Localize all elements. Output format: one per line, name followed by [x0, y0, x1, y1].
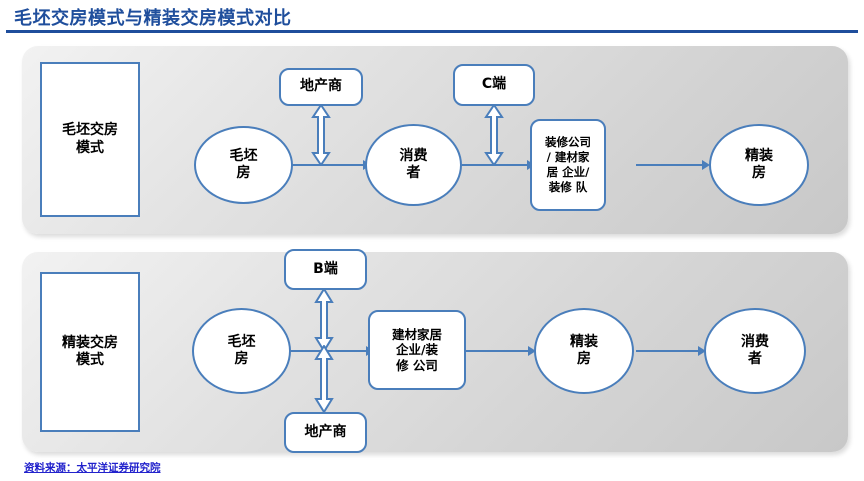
double-arrow-dichanshang-vertical	[311, 104, 331, 166]
node-jingzhuangfang-row2-line2: 房	[577, 351, 591, 367]
node-xiaofeizhe-row1-line1: 消费	[399, 147, 428, 164]
node-dichanshang-row2[interactable]: 地产商	[284, 412, 367, 453]
node-bduan-row2[interactable]: B端	[284, 249, 367, 290]
connector-arrowhead-to-jingzhuangfang	[702, 160, 710, 170]
node-xiaofeizhe-row1[interactable]: 消费 者	[365, 124, 462, 206]
node-xiaofeizhe-row2[interactable]: 消费 者	[704, 308, 806, 394]
connector-line-xiaofeizhe-to-zhuangxiu	[462, 164, 529, 166]
node-jiancai-jiaju-row2[interactable]: 建材家居 企业/装 修 公司	[368, 310, 466, 390]
node-xiaofeizhe-row2-line2: 者	[748, 351, 762, 367]
mode-label-maopi-line1: 毛坯交房	[62, 122, 118, 139]
node-jingzhuangfang-row1-line2: 房	[752, 165, 766, 181]
node-jingzhuangfang-row2-line1: 精装	[570, 333, 598, 350]
title-area: 毛坯交房模式与精装交房模式对比	[0, 0, 864, 40]
node-maopifang-row2-line1: 毛坯	[227, 333, 256, 350]
node-jingzhuangfang-row1-line1: 精装	[745, 147, 773, 164]
double-arrow-dichanshang-row2-vertical	[313, 345, 335, 413]
node-maopifang-row1-line2: 房	[236, 165, 251, 181]
connector-line-jiancai-to-jingzhuangfang	[466, 350, 530, 352]
node-dichanshang-row1[interactable]: 地产商	[279, 68, 363, 106]
node-jingzhuangfang-row1[interactable]: 精装 房	[709, 124, 809, 206]
connector-line-maopifang-to-jiancai	[290, 350, 368, 352]
node-jiancai-jiaju-row2-line3: 修 公司	[396, 357, 438, 373]
page-title: 毛坯交房模式与精装交房模式对比	[14, 8, 292, 29]
node-bduan-row2-label: B端	[313, 260, 338, 277]
node-xiaofeizhe-row2-line1: 消费	[741, 333, 769, 350]
source-note[interactable]: 资料来源：太平洋证券研究院	[24, 462, 161, 474]
connector-arrowhead-to-jingzhuangfang-row2	[528, 346, 536, 356]
node-zhuangxiu-gongsi-row1-line2: / 建材家	[546, 149, 590, 164]
connector-line-jingzhuangfang-to-xiaofeizhe	[636, 350, 700, 352]
node-maopifang-row2[interactable]: 毛坯 房	[192, 308, 291, 394]
mode-label-jingzhuang: 精装交房 模式	[40, 272, 140, 432]
double-arrow-cduan-vertical	[484, 104, 504, 166]
connector-line-maopifang-to-xiaofeizhe	[292, 164, 365, 166]
node-dichanshang-row1-label: 地产商	[300, 78, 342, 95]
mode-label-jingzhuang-line1: 精装交房	[62, 334, 118, 351]
node-cduan-row1[interactable]: C端	[453, 64, 535, 106]
node-cduan-row1-label: C端	[481, 76, 507, 93]
title-underline-rule	[6, 30, 858, 33]
node-dichanshang-row2-label: 地产商	[304, 423, 347, 440]
node-zhuangxiu-gongsi-row1-line1: 装修公司	[545, 134, 591, 149]
node-zhuangxiu-gongsi-row1-line4: 装修 队	[548, 180, 588, 195]
double-arrow-bduan-vertical	[313, 288, 335, 352]
node-zhuangxiu-gongsi-row1-line3: 居 企业/	[546, 165, 590, 179]
node-jingzhuangfang-row2[interactable]: 精装 房	[534, 308, 634, 394]
node-maopifang-row1[interactable]: 毛坯 房	[194, 126, 293, 204]
node-jiancai-jiaju-row2-line1: 建材家居	[391, 327, 442, 343]
connector-arrowhead-to-xiaofeizhe-row2	[698, 346, 706, 356]
mode-label-maopi-line2: 模式	[76, 139, 104, 156]
node-jiancai-jiaju-row2-line2: 企业/装	[395, 342, 439, 358]
node-zhuangxiu-gongsi-row1[interactable]: 装修公司 / 建材家 居 企业/ 装修 队	[530, 119, 606, 211]
node-xiaofeizhe-row1-line2: 者	[406, 165, 421, 181]
mode-label-maopi: 毛坯交房 模式	[40, 62, 140, 217]
mode-label-jingzhuang-line2: 模式	[76, 352, 104, 368]
node-maopifang-row1-line1: 毛坯	[229, 147, 258, 164]
connector-line-zhuangxiu-to-jingzhuangfang	[636, 164, 704, 166]
node-maopifang-row2-line2: 房	[234, 351, 249, 367]
